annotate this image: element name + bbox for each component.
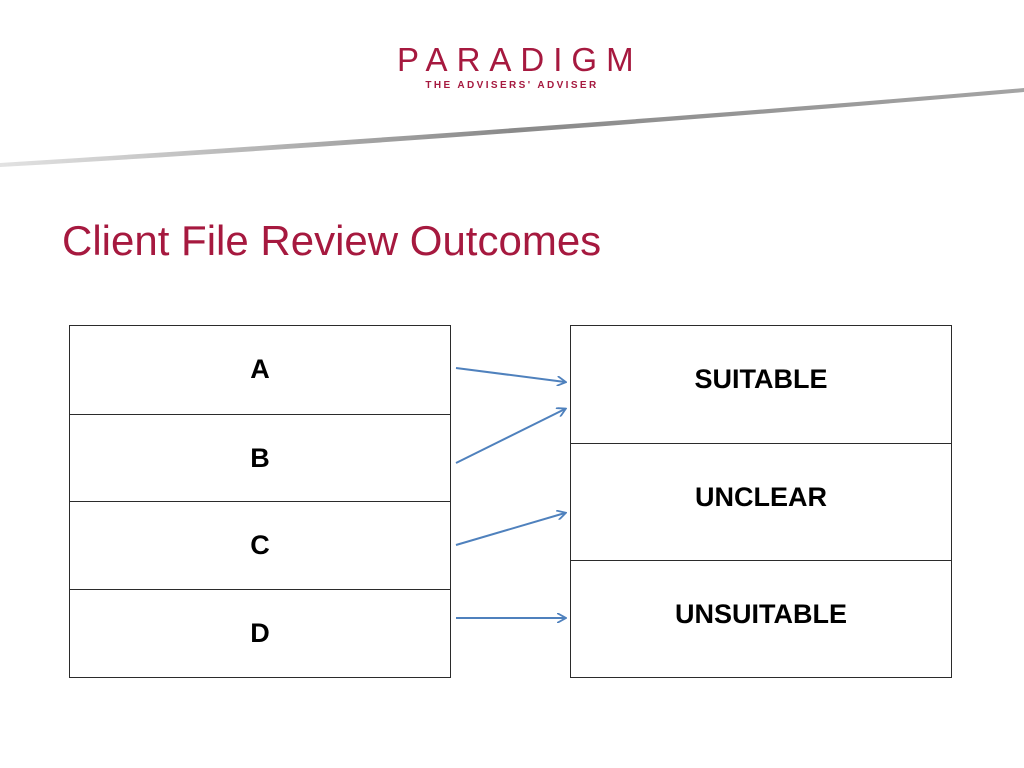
paradigm-logo: PARADIGM THE ADVISERS' ADVISER <box>388 42 636 93</box>
outcome-cell-unclear: UNCLEAR <box>571 443 951 560</box>
grade-cell-a: A <box>250 354 270 384</box>
arrow-c-to-unclear <box>455 513 565 546</box>
grade-cell-d: D <box>70 589 450 677</box>
outcome-cell-unsuitable: UNSUITABLE <box>571 560 951 677</box>
outcome-cell-suitable: SUITABLE <box>694 364 828 394</box>
arrow-a-to-suitable <box>455 367 565 382</box>
grade-table: A B C D <box>69 325 451 678</box>
header-swoosh-divider <box>0 88 1024 167</box>
grade-cell-c: C <box>70 501 450 589</box>
outcome-table: SUITABLE UNCLEAR UNSUITABLE <box>570 325 952 678</box>
logo-wordmark: PARADIGM <box>397 41 643 78</box>
arrow-b-to-suitable <box>455 409 565 464</box>
grade-cell-b: B <box>70 414 450 502</box>
slide-title: Client File Review Outcomes <box>62 217 602 264</box>
logo-tagline: THE ADVISERS' ADVISER <box>425 80 599 91</box>
